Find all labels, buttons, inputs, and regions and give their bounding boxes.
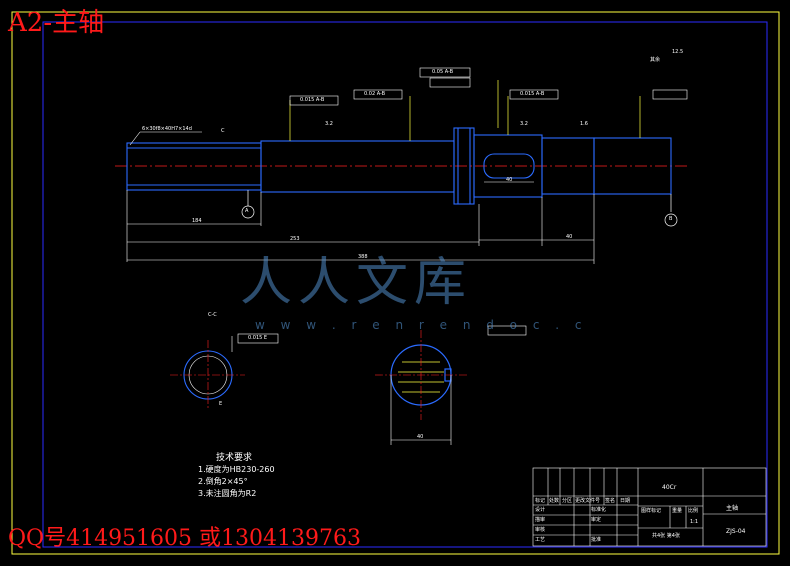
roughness-1: 3.2 xyxy=(325,121,333,127)
datum-e-label: E xyxy=(219,401,223,407)
roughness-2: 3.2 xyxy=(520,121,528,127)
contact-text: QQ号414951605 或1304139763 xyxy=(8,526,362,551)
tb-mid: 标准化 xyxy=(591,507,607,513)
tb-stage: 图样标记 xyxy=(641,508,662,514)
datum-b-label: B xyxy=(669,216,673,222)
tolerance-3: 0.05 A-B xyxy=(432,69,454,75)
tech-item: 2.倒角2×45° xyxy=(198,477,248,486)
tech-heading: 技术要求 xyxy=(216,453,253,463)
datum-a-label: A xyxy=(245,208,249,214)
tolerance-2: 0.02 A-B xyxy=(364,91,386,97)
sheet-title: A2-主轴 xyxy=(8,8,105,38)
tech-item: 3.未注圆角为R2 xyxy=(198,489,257,498)
roughness-3: 1.6 xyxy=(580,121,588,127)
tb-mid: 审定 xyxy=(591,517,602,523)
tech-item: 1.硬度为HB230-260 xyxy=(198,465,275,474)
sheet-count: 共4张 第4张 xyxy=(652,533,680,539)
tolerance-4: 0.015 A-B xyxy=(520,91,545,97)
tb-header: 处数 xyxy=(549,498,560,504)
drawing-number: ZJS-04 xyxy=(726,528,746,535)
tb-row: 审核 xyxy=(535,527,546,533)
tolerance-leaders xyxy=(289,80,641,141)
tb-header: 标记 xyxy=(535,498,546,504)
watermark-brand: 人人文库 xyxy=(240,253,473,313)
title-block-grid xyxy=(532,467,767,547)
outer-border xyxy=(11,11,780,555)
tb-stage: 重量 xyxy=(672,508,683,514)
dim-40-c: 40 xyxy=(417,434,424,440)
tolerance-1: 0.015 A-B xyxy=(300,97,325,103)
roughness-rest-value: 12.5 xyxy=(672,49,684,55)
dim-40-b: 40 xyxy=(566,234,573,240)
tb-stage: 比例 xyxy=(688,508,699,514)
tb-row: 设计 xyxy=(535,507,546,513)
tb-mid: 批准 xyxy=(591,537,602,543)
shaft-outline xyxy=(126,127,672,205)
dim-253: 253 xyxy=(290,236,300,242)
tb-header: 更改文件号 xyxy=(575,498,601,504)
tb-header: 分区 xyxy=(562,498,573,504)
tech-requirements: 技术要求 1.硬度为HB230-260 2.倒角2×45° 3.未注圆角为R2 xyxy=(198,452,275,500)
part-name: 主轴 xyxy=(726,505,739,512)
dim-184: 184 xyxy=(192,218,202,224)
dimension-lines xyxy=(126,131,595,264)
tb-header: 签名 xyxy=(605,498,616,504)
tolerance-frames xyxy=(237,67,688,344)
tb-header: 日期 xyxy=(620,498,631,504)
tolerance-5: 0.015 E xyxy=(248,335,268,341)
dim-388: 388 xyxy=(358,254,368,260)
watermark-url: w w w . r e n r e n d o c . c xyxy=(255,318,588,332)
tb-row: 描审 xyxy=(535,517,546,523)
material: 40Cr xyxy=(662,484,677,491)
spline-callout: 6×30f8×40H7×14d xyxy=(142,126,192,132)
datum-markers xyxy=(241,190,678,227)
tb-row: 工艺 xyxy=(535,537,546,543)
section-label: C-C xyxy=(208,312,217,318)
roughness-rest-label: 其余 xyxy=(650,57,661,63)
scale: 1:1 xyxy=(690,519,699,525)
inner-border xyxy=(42,21,768,548)
dim-40-a: 40 xyxy=(506,177,513,183)
section-mark-c-top: C xyxy=(221,128,225,134)
